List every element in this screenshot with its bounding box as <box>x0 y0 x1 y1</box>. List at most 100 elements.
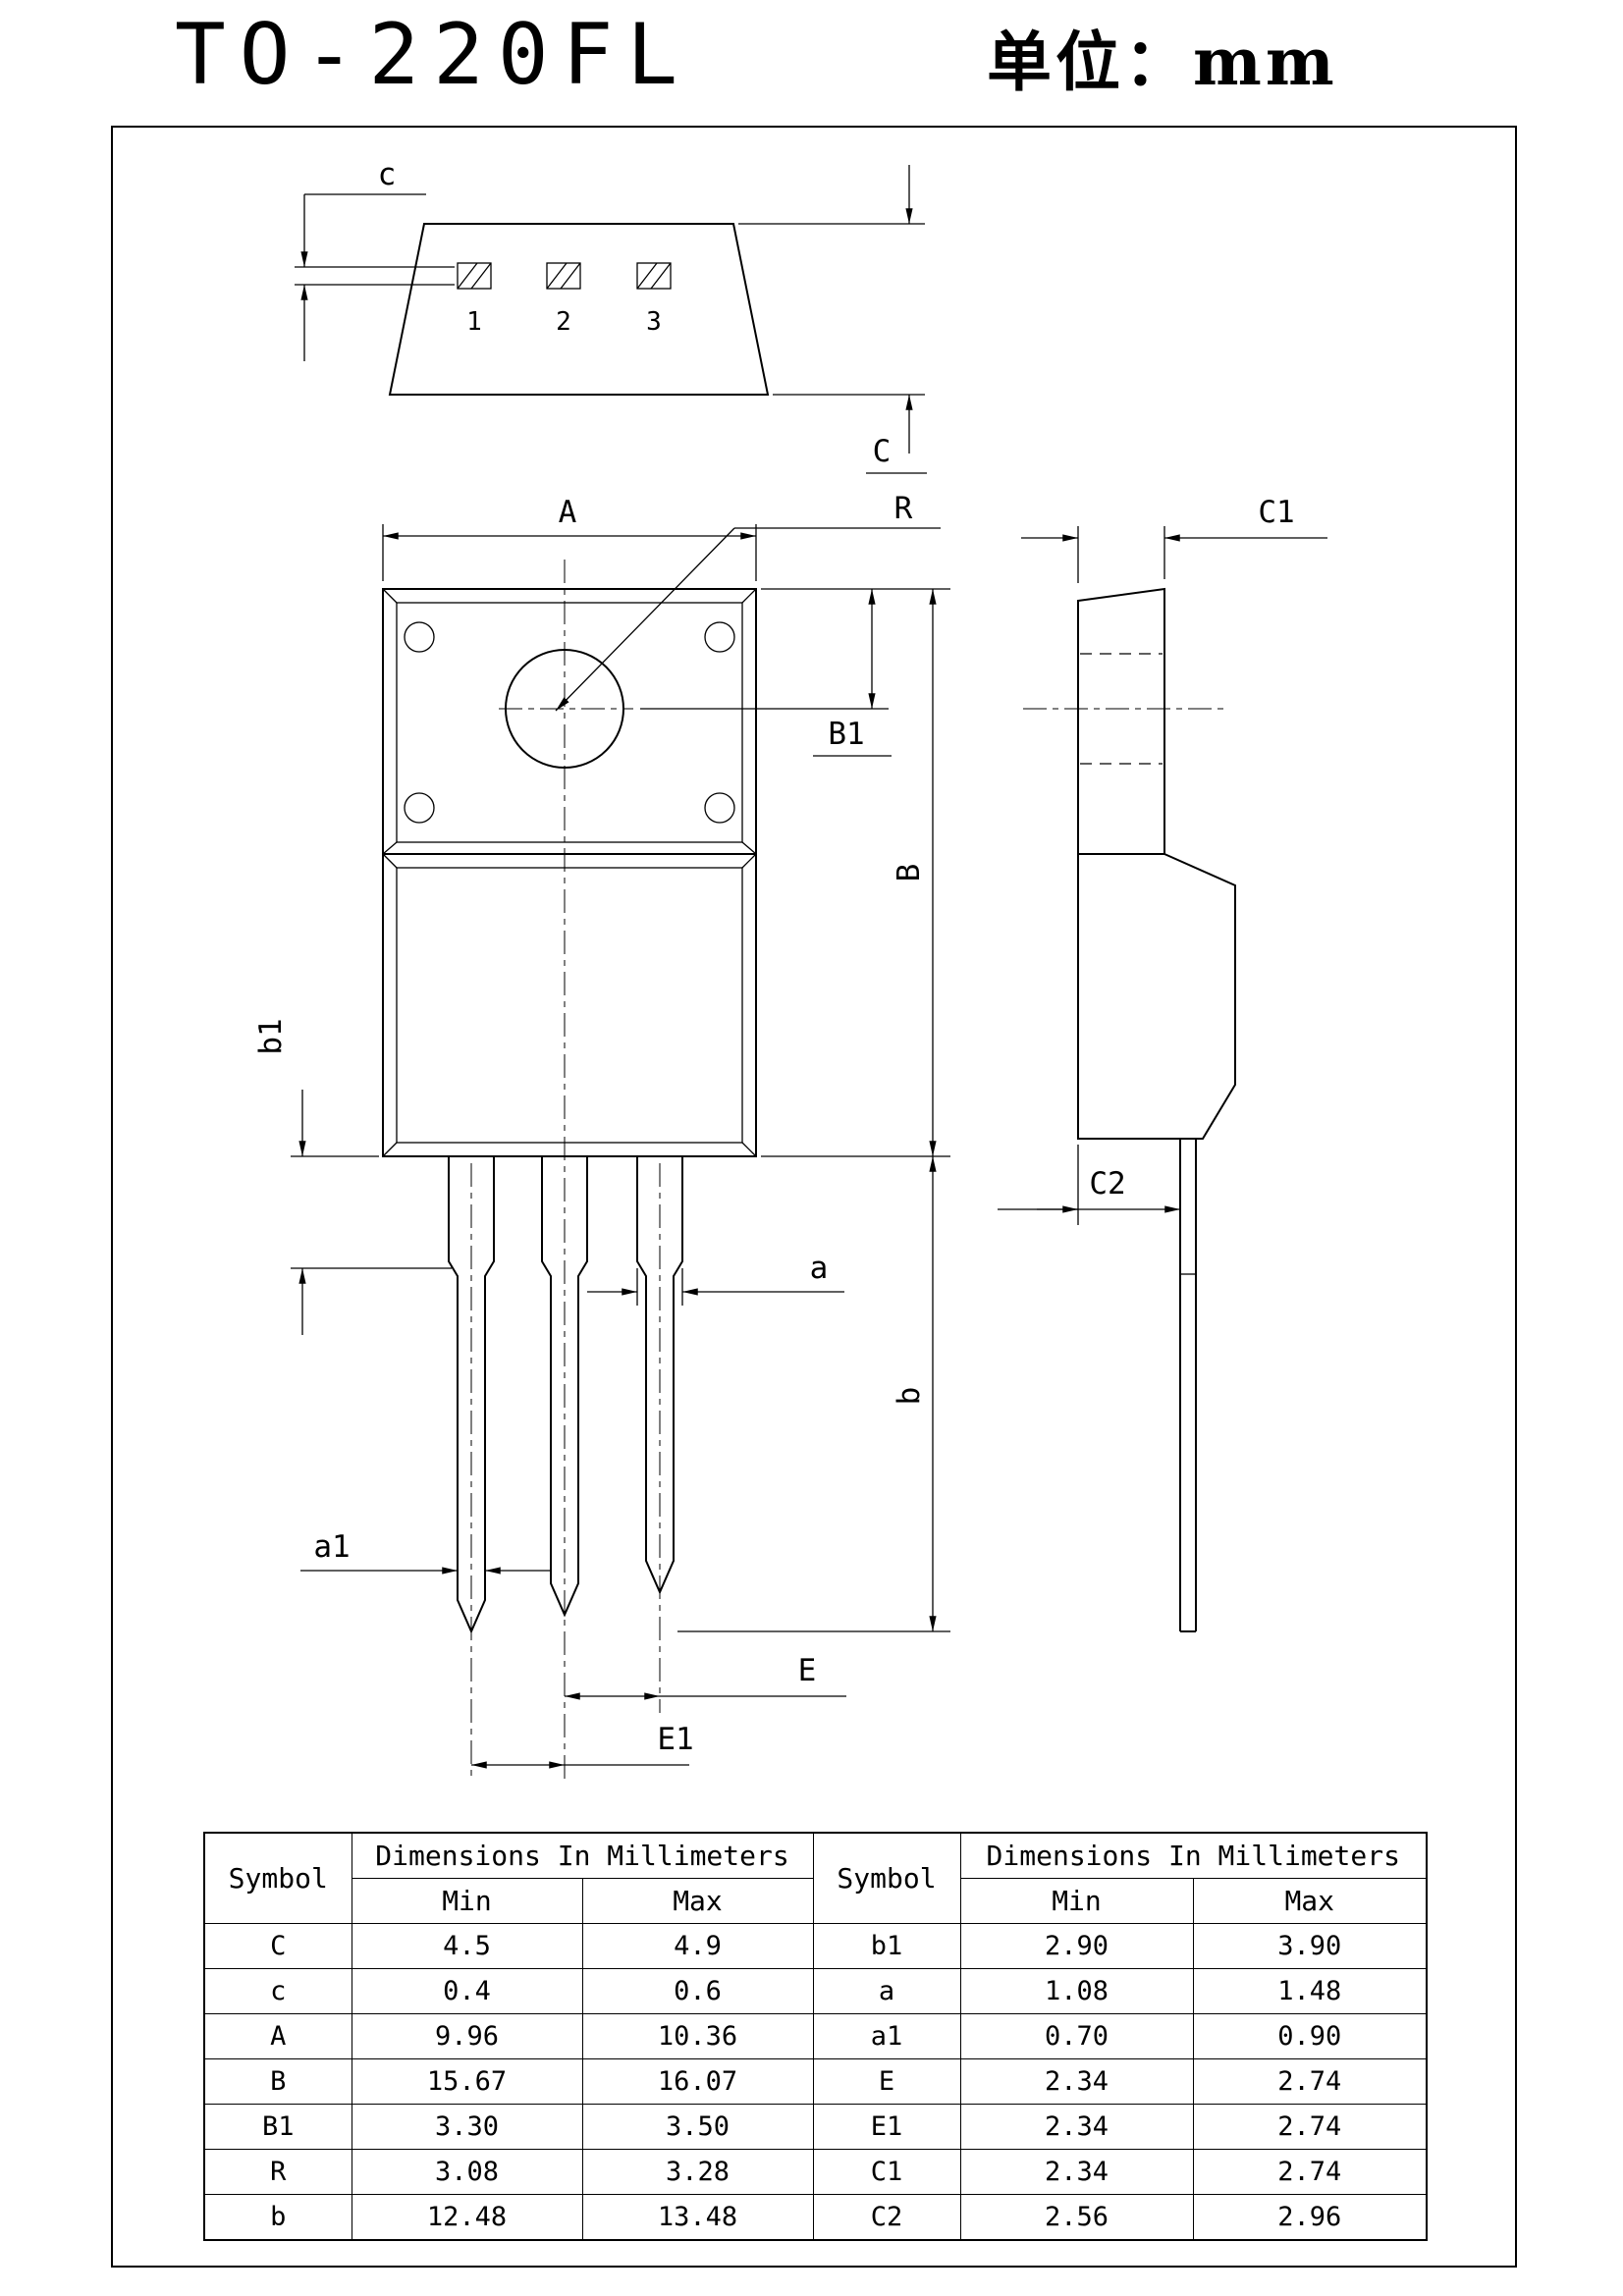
min-cell: 3.30 <box>351 2104 583 2150</box>
dim-label-E1: E1 <box>657 1722 693 1757</box>
dim-a: a <box>587 1251 844 1306</box>
dim-R: R <box>555 491 941 712</box>
symbol-header-left: Symbol <box>203 1832 352 1924</box>
dim-label-A: A <box>559 495 577 530</box>
pin-2-label: 2 <box>556 307 571 337</box>
dim-b1: b1 <box>253 1018 452 1335</box>
max-cell: 2.96 <box>1192 2194 1428 2241</box>
min-header-right: Min <box>959 1878 1194 1924</box>
dims-header-right: Dimensions In Millimeters <box>959 1832 1428 1879</box>
dim-E1: E1 <box>471 1722 694 1769</box>
unit-label: 单位：mm <box>987 24 1338 100</box>
min-cell: 0.4 <box>351 1968 583 2014</box>
dim-label-b1: b1 <box>253 1018 289 1054</box>
min-cell: 1.08 <box>959 1968 1194 2014</box>
dim-C1: C1 <box>1021 495 1327 583</box>
dim-a1: a1 <box>300 1529 552 1575</box>
table-row: b 12.48 13.48 C2 2.56 2.96 <box>203 2194 1428 2241</box>
min-cell: 15.67 <box>351 2058 583 2105</box>
max-cell: 2.74 <box>1192 2149 1428 2195</box>
lead-right <box>636 1156 683 1595</box>
table-row: A 9.96 10.36 a1 0.70 0.90 <box>203 2013 1428 2059</box>
dim-label-a1: a1 <box>313 1529 350 1565</box>
max-header-left: Max <box>581 1878 814 1924</box>
pin-3-section <box>636 262 672 290</box>
min-cell: 3.08 <box>351 2149 583 2195</box>
table-row: R 3.08 3.28 C1 2.34 2.74 <box>203 2149 1428 2195</box>
min-cell: 9.96 <box>351 2013 583 2059</box>
max-cell: 4.9 <box>581 1923 814 1969</box>
symbol-cell: a1 <box>812 2013 961 2059</box>
dim-label-c: c <box>378 157 397 192</box>
symbol-cell: B1 <box>203 2104 352 2150</box>
max-cell: 10.36 <box>581 2013 814 2059</box>
symbol-header-right: Symbol <box>812 1832 961 1924</box>
symbol-cell: C2 <box>812 2194 961 2241</box>
dim-C2: C2 <box>998 1145 1180 1225</box>
min-cell: 0.70 <box>959 2013 1194 2059</box>
max-cell: 0.6 <box>581 1968 814 2014</box>
max-cell: 16.07 <box>581 2058 814 2105</box>
min-cell: 2.34 <box>959 2104 1194 2150</box>
lead-middle <box>541 1156 588 1618</box>
dim-label-B: B <box>892 864 927 882</box>
max-cell: 13.48 <box>581 2194 814 2241</box>
corner-hole-bottom-right <box>704 792 735 824</box>
pin-3-label: 3 <box>646 307 662 337</box>
symbol-cell: B <box>203 2058 352 2105</box>
dim-label-E: E <box>798 1653 817 1688</box>
dim-C: C <box>738 165 927 474</box>
dim-label-C1: C1 <box>1258 495 1294 530</box>
dim-B1: B1 <box>640 588 950 757</box>
symbol-cell: A <box>203 2013 352 2059</box>
symbol-cell: c <box>203 1968 352 2014</box>
mounting-hole <box>505 649 624 769</box>
table-row: B 15.67 16.07 E 2.34 2.74 <box>203 2058 1428 2105</box>
symbol-cell: b1 <box>812 1923 961 1969</box>
min-cell: 2.34 <box>959 2149 1194 2195</box>
max-cell: 2.74 <box>1192 2058 1428 2105</box>
table-row: C 4.5 4.9 b1 2.90 3.90 <box>203 1923 1428 1969</box>
table-row: c 0.4 0.6 a 1.08 1.48 <box>203 1968 1428 2014</box>
pin-1-section <box>457 262 492 290</box>
symbol-cell: C1 <box>812 2149 961 2195</box>
top-view: 1 2 3 c C <box>295 157 927 474</box>
min-cell: 2.34 <box>959 2058 1194 2105</box>
max-cell: 1.48 <box>1192 1968 1428 2014</box>
symbol-cell: R <box>203 2149 352 2195</box>
symbol-cell: a <box>812 1968 961 2014</box>
dims-header-left: Dimensions In Millimeters <box>351 1832 814 1879</box>
front-view-outline <box>382 588 757 1157</box>
symbol-cell: E <box>812 2058 961 2105</box>
max-cell: 3.50 <box>581 2104 814 2150</box>
symbol-cell: C <box>203 1923 352 1969</box>
pin-2-section <box>546 262 581 290</box>
corner-hole-top-left <box>404 621 435 653</box>
side-view-outline <box>1077 587 1236 1140</box>
dim-c: c <box>300 157 426 361</box>
min-cell: 2.90 <box>959 1923 1194 1969</box>
top-view-outline <box>388 223 770 396</box>
max-cell: 0.90 <box>1192 2013 1428 2059</box>
table-header-row-1: Symbol Dimensions In Millimeters Symbol … <box>203 1832 1428 1924</box>
dim-E: E <box>565 1653 846 1700</box>
dim-label-R: R <box>894 491 913 526</box>
corner-hole-top-right <box>704 621 735 653</box>
dimensions-table: Symbol Dimensions In Millimeters Symbol … <box>203 1832 1428 2241</box>
dim-label-C2: C2 <box>1089 1166 1125 1201</box>
corner-hole-bottom-left <box>404 792 435 824</box>
max-cell: 2.74 <box>1192 2104 1428 2150</box>
pin-1-label: 1 <box>466 307 482 337</box>
dim-label-a: a <box>810 1251 829 1286</box>
max-header-right: Max <box>1192 1878 1428 1924</box>
dim-label-b: b <box>892 1387 927 1406</box>
min-cell: 12.48 <box>351 2194 583 2241</box>
symbol-cell: b <box>203 2194 352 2241</box>
dim-B: B <box>761 589 950 1157</box>
symbol-cell: E1 <box>812 2104 961 2150</box>
side-view: C1 C2 <box>998 495 1327 1632</box>
page-title: TO-220FL <box>175 6 692 104</box>
min-cell: 4.5 <box>351 1923 583 1969</box>
max-cell: 3.28 <box>581 2149 814 2195</box>
